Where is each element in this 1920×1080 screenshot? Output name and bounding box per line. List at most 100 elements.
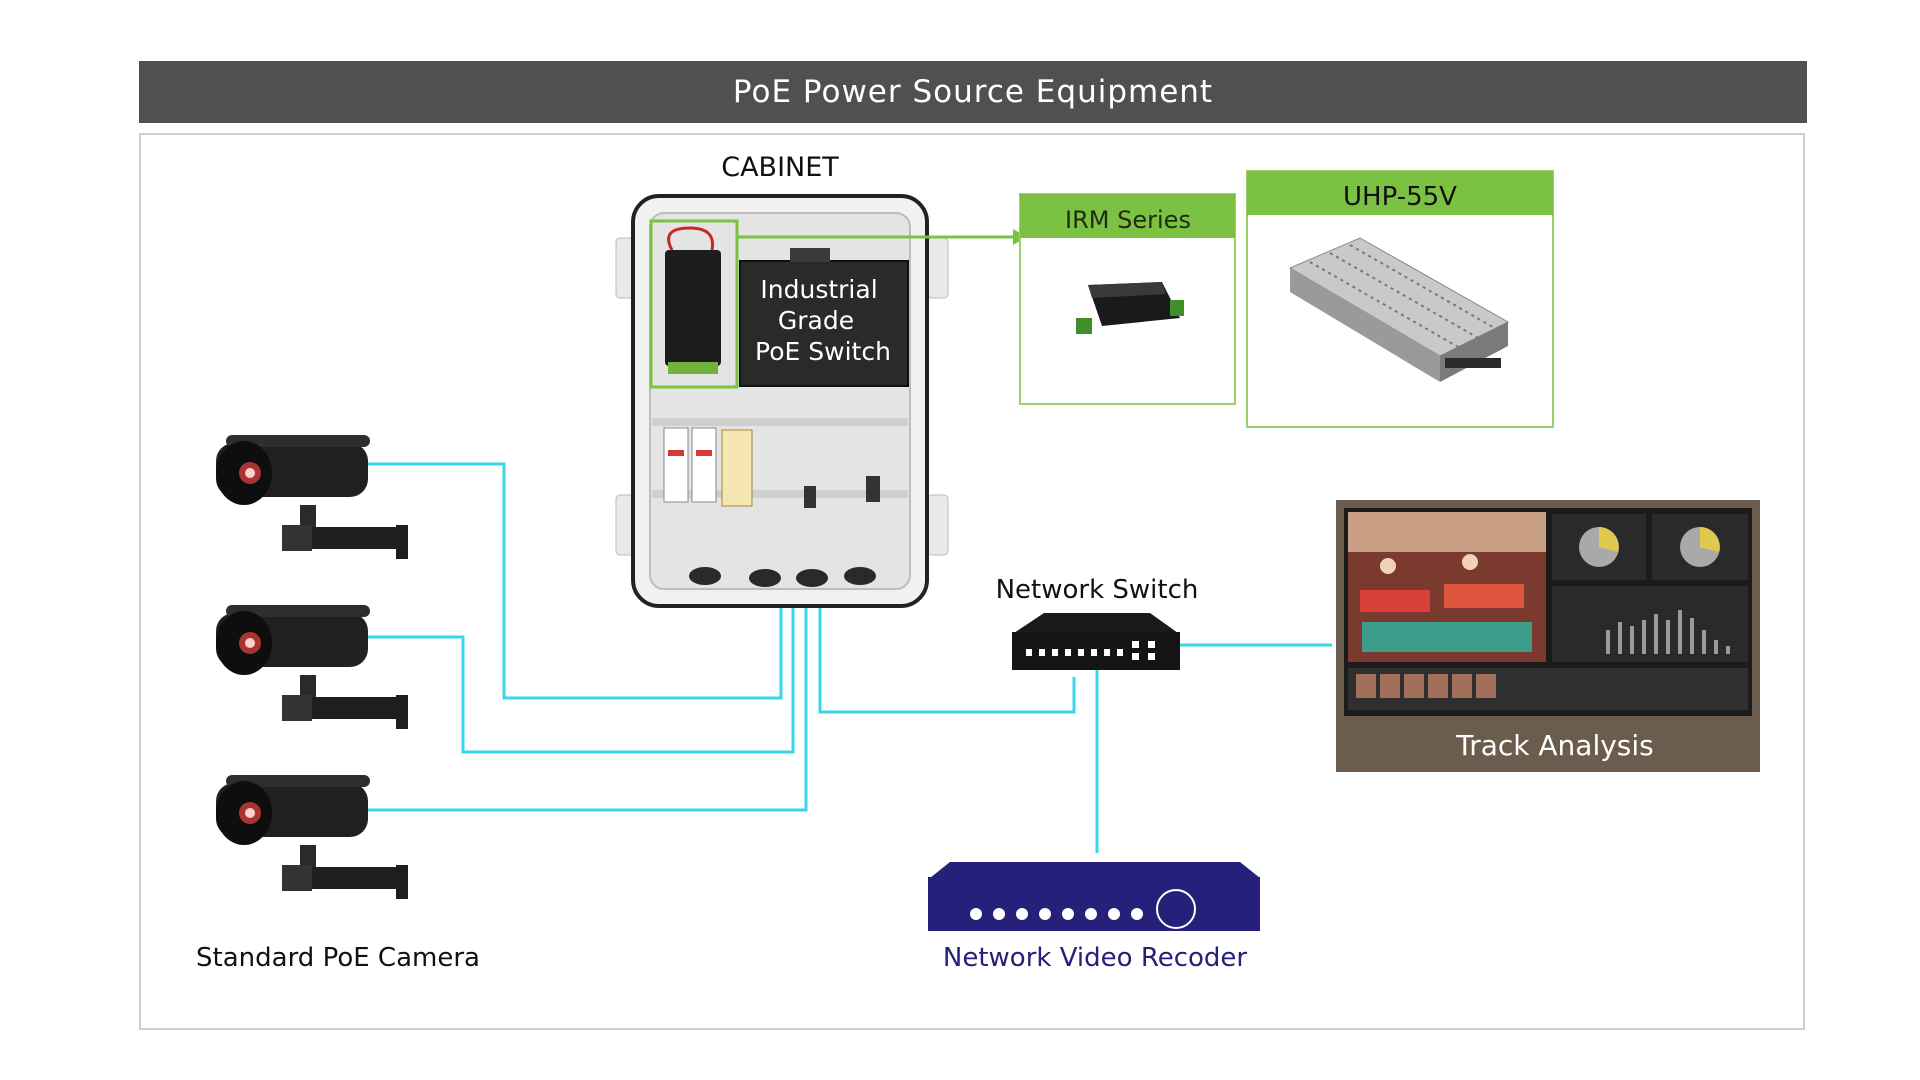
uhp-vent bbox=[1309, 261, 1461, 349]
camera-mount-arm bbox=[306, 697, 408, 719]
nvr-led bbox=[1085, 908, 1097, 920]
camera-sunshield bbox=[226, 775, 370, 787]
camera-2 bbox=[216, 605, 408, 729]
switch-port bbox=[1132, 653, 1139, 660]
camera-mount-joint bbox=[282, 525, 312, 551]
nvr-body bbox=[928, 877, 1260, 931]
camera-label: Standard PoE Camera bbox=[196, 943, 480, 973]
bar-panel-bar bbox=[1714, 640, 1718, 654]
nvr-leds bbox=[970, 908, 1143, 920]
header-bar: PoE Power Source Equipment bbox=[139, 61, 1807, 123]
nvr-dial bbox=[1156, 889, 1196, 929]
switch-port bbox=[1039, 649, 1045, 656]
irm-module-terminal bbox=[1170, 300, 1184, 316]
relay-component bbox=[866, 476, 880, 502]
network-switch: Network Switch bbox=[996, 575, 1199, 670]
network-switch-label: Network Switch bbox=[996, 575, 1199, 605]
uhp-vent bbox=[1329, 252, 1481, 340]
irm-module-top bbox=[1088, 282, 1166, 298]
switch-port bbox=[1148, 641, 1155, 648]
camera-mount-base bbox=[396, 695, 408, 729]
bar-panel-bar bbox=[1702, 630, 1706, 654]
camera-mount-base bbox=[396, 525, 408, 559]
camera-lens-glint bbox=[245, 808, 255, 818]
din-rail bbox=[652, 490, 908, 498]
din-rail bbox=[652, 418, 908, 426]
industrial-poe-switch bbox=[739, 260, 909, 387]
bar-panel-bar bbox=[1606, 630, 1610, 654]
cabinet-label: CABINET bbox=[721, 152, 839, 183]
camera-mount-joint bbox=[282, 865, 312, 891]
circuit-breaker bbox=[691, 427, 717, 503]
thumbnail bbox=[1476, 674, 1496, 698]
diagram-panel bbox=[139, 133, 1805, 1030]
camera-mount-arm bbox=[306, 527, 408, 549]
cabinet: CABINET bbox=[615, 152, 949, 608]
switch-port bbox=[1026, 649, 1032, 656]
nvr-led bbox=[1131, 908, 1143, 920]
video-feed-seat bbox=[1444, 584, 1524, 608]
video-feed-person bbox=[1462, 554, 1478, 570]
switch-port bbox=[1078, 649, 1084, 656]
cable-gland bbox=[749, 569, 781, 587]
switch-label: Industrial Grade PoE Switch bbox=[755, 275, 891, 366]
camera-3 bbox=[216, 775, 408, 899]
pie-slice bbox=[1700, 527, 1720, 552]
thumbnail bbox=[1452, 674, 1472, 698]
track-analysis-monitor: Track Analysis bbox=[1336, 500, 1760, 772]
irm-box-header bbox=[1020, 194, 1235, 238]
breaker-indicator bbox=[696, 450, 712, 456]
camera-mount-joint bbox=[282, 695, 312, 721]
bar-panel-bar bbox=[1618, 622, 1622, 654]
bar-panel-bar bbox=[1642, 620, 1646, 654]
bar-panel bbox=[1552, 586, 1748, 662]
switch-bracket bbox=[790, 248, 830, 262]
uhp-box-header bbox=[1247, 171, 1553, 215]
irm-label: IRM Series bbox=[1065, 206, 1191, 234]
network-video-recorder: Network Video Recoder bbox=[928, 862, 1260, 973]
nvr-led bbox=[1062, 908, 1074, 920]
uhp-psu-side bbox=[1290, 268, 1440, 382]
thumbnail bbox=[1380, 674, 1400, 698]
irm-module-terminal bbox=[1076, 318, 1092, 334]
switch-top bbox=[1014, 613, 1178, 633]
relay-component bbox=[804, 486, 816, 508]
nvr-led bbox=[970, 908, 982, 920]
track-analysis-label: Track Analysis bbox=[1455, 729, 1654, 762]
switch-port bbox=[1104, 649, 1110, 656]
uhp-psu-image bbox=[1288, 237, 1510, 382]
circuit-breaker bbox=[663, 427, 689, 503]
bar-panel-bar bbox=[1726, 646, 1730, 654]
irm-highlight-frame bbox=[649, 219, 739, 389]
pie-slice bbox=[1599, 527, 1619, 552]
irm-module-image bbox=[1076, 282, 1184, 334]
switch-port bbox=[1132, 641, 1139, 648]
camera-group: Standard PoE Camera bbox=[196, 435, 480, 973]
irm-power-module bbox=[665, 250, 721, 366]
cable-camera-2 bbox=[365, 385, 795, 754]
video-feed-table bbox=[1362, 622, 1532, 652]
thumbnail bbox=[1356, 674, 1376, 698]
uhp-terminal-strip bbox=[1445, 358, 1501, 368]
thumbnail bbox=[1428, 674, 1448, 698]
nvr-label: Network Video Recoder bbox=[943, 943, 1248, 973]
bar-panel-bar bbox=[1678, 610, 1682, 654]
switch-label-line: PoE Switch bbox=[755, 337, 891, 366]
nvr-led bbox=[1016, 908, 1028, 920]
video-feed-main bbox=[1348, 512, 1546, 662]
switch-port bbox=[1052, 649, 1058, 656]
irm-terminal bbox=[668, 362, 718, 374]
switch-label-line: Grade bbox=[778, 306, 854, 335]
switch-port bbox=[1065, 649, 1071, 656]
nvr-led bbox=[993, 908, 1005, 920]
thumbnails bbox=[1356, 674, 1496, 698]
camera-mount-arm bbox=[306, 867, 408, 889]
nvr-led bbox=[1108, 908, 1120, 920]
uhp-vent bbox=[1349, 244, 1499, 331]
cable-gland bbox=[796, 569, 828, 587]
cable-gland bbox=[844, 567, 876, 585]
mount-tab bbox=[927, 237, 949, 299]
camera-mount-base bbox=[396, 865, 408, 899]
